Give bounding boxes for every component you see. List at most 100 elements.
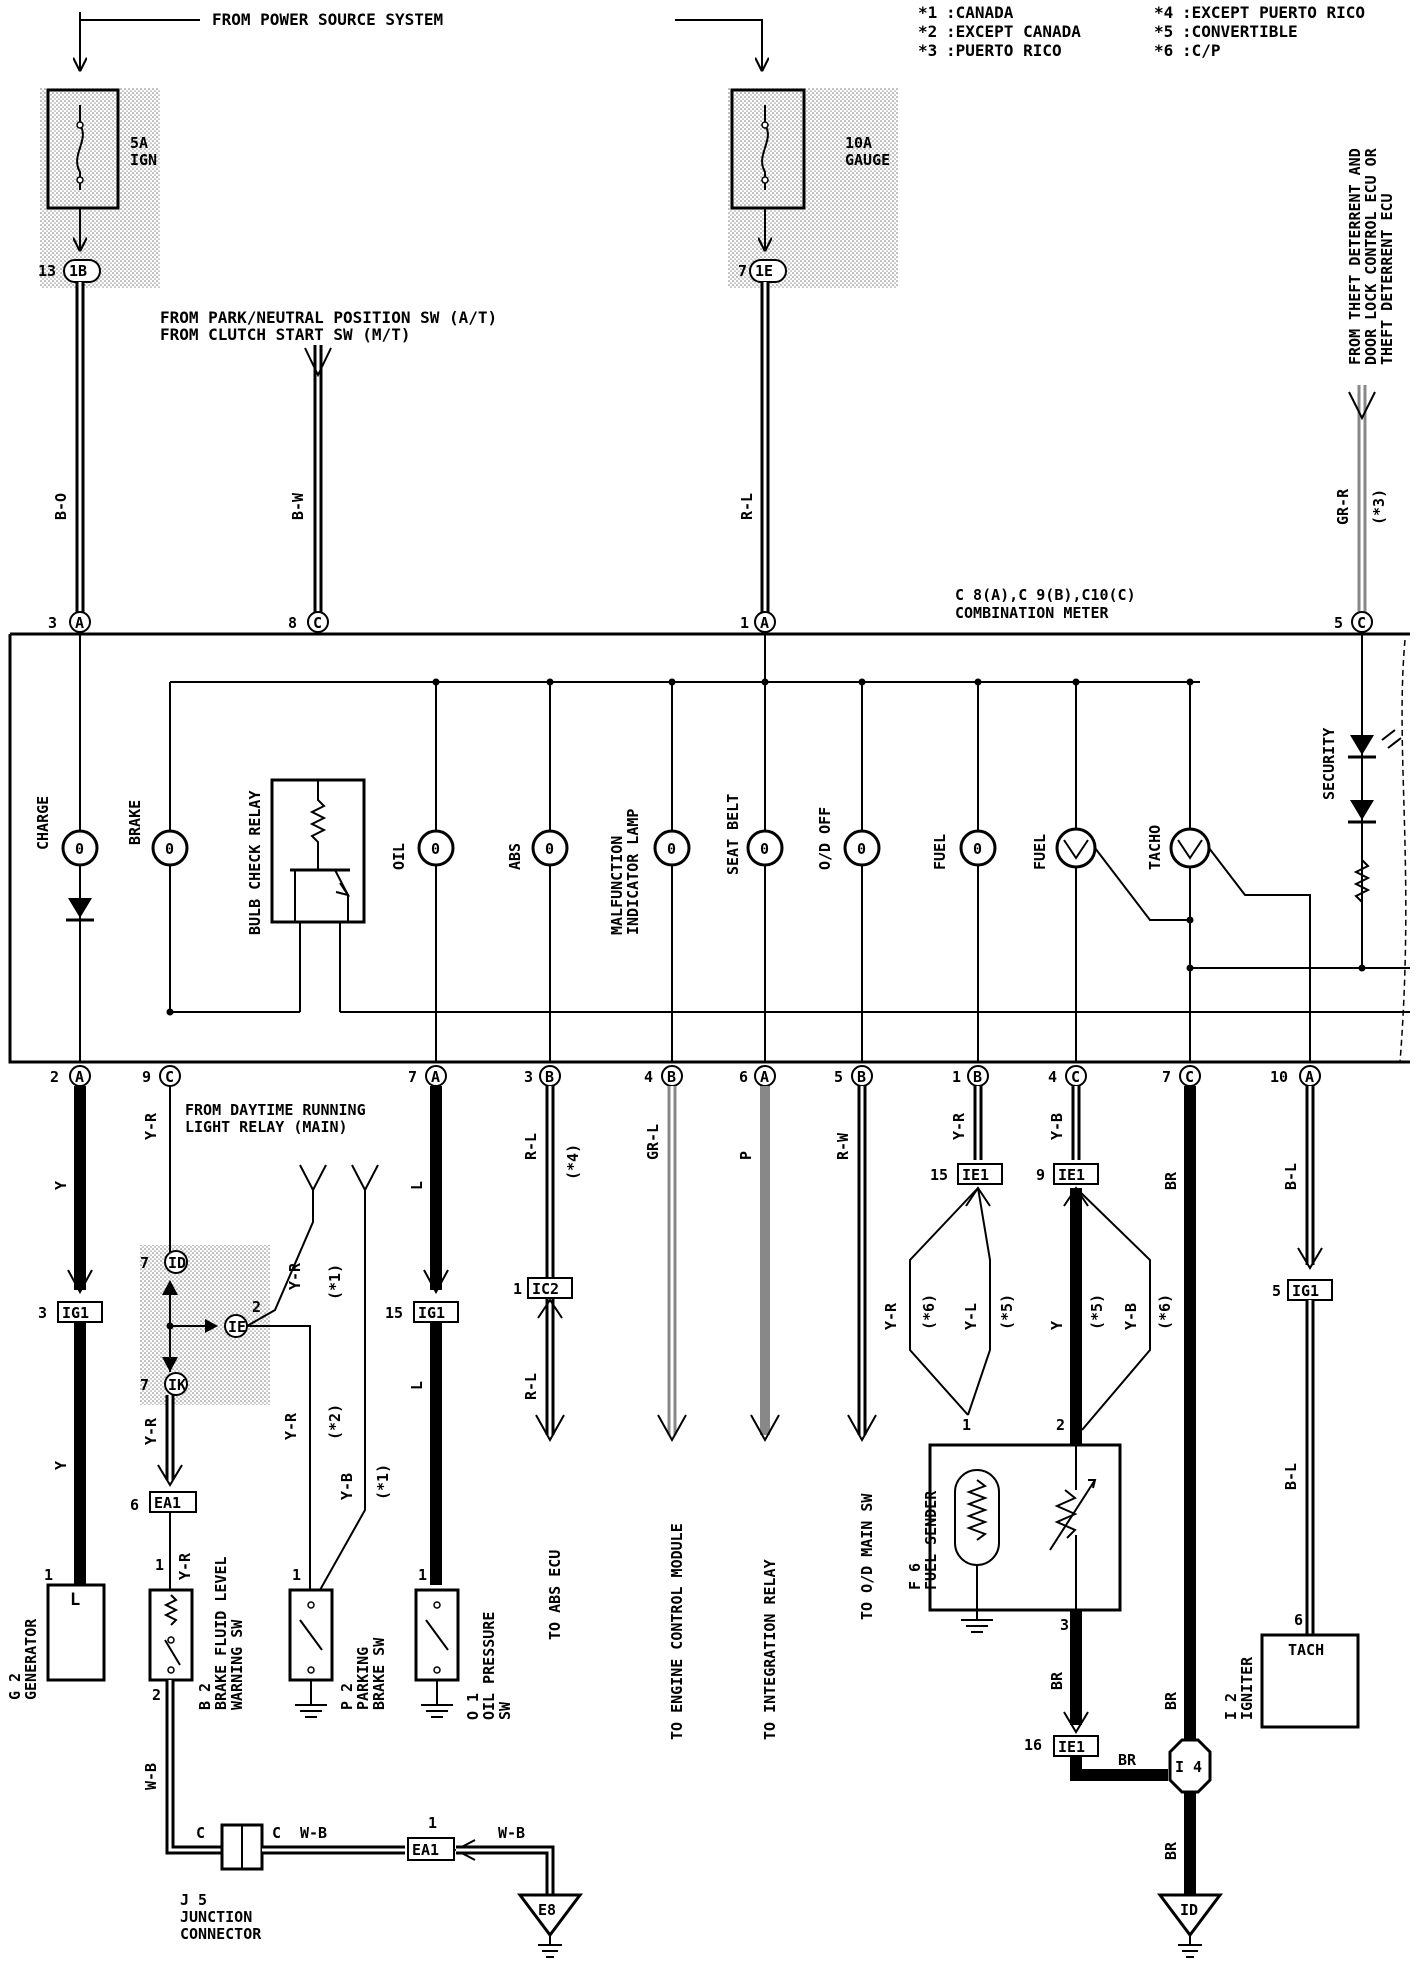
svg-text:COMBINATION METER: COMBINATION METER xyxy=(955,604,1109,622)
svg-text:9: 9 xyxy=(1036,1166,1045,1184)
svg-text:3: 3 xyxy=(1060,1616,1069,1634)
svg-text:TO ENGINE CONTROL MODULE: TO ENGINE CONTROL MODULE xyxy=(668,1523,686,1740)
svg-text:R-L: R-L xyxy=(522,1373,540,1400)
wire-color: B-O xyxy=(52,493,70,520)
combination-meter-title: C 8(A),C 9(B),C10(C) COMBINATION METER xyxy=(955,586,1136,622)
svg-text:DOOR LOCK CONTROL ECU OR: DOOR LOCK CONTROL ECU OR xyxy=(1362,147,1380,365)
svg-text:O 1: O 1 xyxy=(464,1693,482,1720)
svg-text:L: L xyxy=(408,1181,426,1190)
svg-text:FUEL SENDER: FUEL SENDER xyxy=(922,1490,940,1590)
park-neutral-label: FROM PARK/NEUTRAL POSITION SW (A/T) FROM… xyxy=(160,308,497,344)
svg-text:FROM PARK/NEUTRAL POSITION SW: FROM PARK/NEUTRAL POSITION SW (A/T) xyxy=(160,308,497,327)
svg-text:4: 4 xyxy=(644,1068,653,1086)
svg-text:Y-B: Y-B xyxy=(1048,1113,1066,1140)
svg-text:BR: BR xyxy=(1048,1671,1066,1690)
svg-text:IG1: IG1 xyxy=(1292,1282,1319,1300)
fuel-sender-circuit: Y-R 15 IE1 Y-R (*6) Y-L (*5) 1 Y-B 9 IE1… xyxy=(882,1086,1174,1781)
svg-text:IG1: IG1 xyxy=(62,1304,89,1322)
svg-text:C: C xyxy=(196,1824,205,1842)
svg-text:BR: BR xyxy=(1162,1841,1180,1860)
svg-text:EA1: EA1 xyxy=(154,1494,181,1512)
svg-text:L: L xyxy=(70,1590,80,1610)
od-circuit: R-W TO O/D MAIN SW xyxy=(834,1086,877,1620)
note-key: *5 xyxy=(1154,22,1173,41)
fuse-rating: 5A xyxy=(130,134,148,152)
svg-text:0: 0 xyxy=(857,840,866,858)
svg-text:ID: ID xyxy=(168,1254,186,1272)
svg-text:6: 6 xyxy=(1294,1611,1303,1629)
svg-text:EA1: EA1 xyxy=(412,1841,439,1859)
oil-pressure-circuit: L 15 IG1 L 1 O 1 OIL PRESSURE SW xyxy=(385,1086,514,1720)
svg-text:BR: BR xyxy=(1162,1691,1180,1710)
svg-text:I 4: I 4 xyxy=(1175,1758,1202,1776)
wire-color: B-W xyxy=(289,492,307,520)
svg-text:A: A xyxy=(75,1068,84,1086)
svg-text:C: C xyxy=(165,1068,174,1086)
svg-text:Y-R: Y-R xyxy=(286,1262,304,1290)
svg-text:B-L: B-L xyxy=(1282,1463,1300,1490)
svg-text:1: 1 xyxy=(962,1416,971,1434)
svg-text:(*4): (*4) xyxy=(564,1144,582,1180)
svg-text:Y-R: Y-R xyxy=(882,1302,900,1330)
svg-text:R-L: R-L xyxy=(522,1133,540,1160)
svg-text:0: 0 xyxy=(75,840,84,858)
svg-text:Y-B: Y-B xyxy=(338,1473,356,1500)
svg-text:A: A xyxy=(1305,1068,1314,1086)
svg-text:PARKING: PARKING xyxy=(354,1647,372,1710)
svg-text:IE1: IE1 xyxy=(1058,1738,1085,1756)
svg-text:10: 10 xyxy=(1270,1068,1288,1086)
svg-text:(*6): (*6) xyxy=(1156,1294,1174,1330)
svg-text:IG1: IG1 xyxy=(418,1304,445,1322)
svg-text:Y-L: Y-L xyxy=(962,1303,980,1330)
svg-text:A: A xyxy=(431,1068,440,1086)
svg-text:1: 1 xyxy=(44,1566,53,1584)
power-source-label: FROM POWER SOURCE SYSTEM xyxy=(212,10,443,29)
svg-text:15: 15 xyxy=(930,1166,948,1184)
svg-text:TO O/D MAIN SW: TO O/D MAIN SW xyxy=(858,1493,876,1620)
svg-text:7: 7 xyxy=(140,1376,149,1394)
svg-text:A: A xyxy=(760,614,769,632)
svg-text:IE1: IE1 xyxy=(1058,1166,1085,1184)
svg-text:FROM CLUTCH START SW (M/T): FROM CLUTCH START SW (M/T) xyxy=(160,325,410,344)
lamp-label: OIL xyxy=(390,843,408,870)
svg-text:C: C xyxy=(313,614,322,632)
note-text: :C/P xyxy=(1182,41,1221,60)
note-text: :EXCEPT PUERTO RICO xyxy=(1182,3,1365,22)
top-pins: 3 A 8 C 1 A 5 C xyxy=(48,611,1373,633)
note-key: *3 xyxy=(918,41,937,60)
svg-text:0: 0 xyxy=(431,840,440,858)
note-key: *1 xyxy=(918,3,937,22)
lamp-label: TACHO xyxy=(1146,825,1164,870)
lamp-label: BRAKE xyxy=(126,800,144,845)
note-text: :EXCEPT CANADA xyxy=(946,22,1081,41)
svg-text:1: 1 xyxy=(952,1068,961,1086)
svg-text:W-B: W-B xyxy=(142,1763,160,1790)
svg-text:(*5): (*5) xyxy=(1088,1294,1106,1330)
svg-text:0: 0 xyxy=(165,840,174,858)
lamp-label: FUEL xyxy=(931,834,949,870)
svg-text:1: 1 xyxy=(155,1556,164,1574)
svg-text:IC2: IC2 xyxy=(532,1280,559,1298)
svg-text:C: C xyxy=(1185,1068,1194,1086)
note-key: *6 xyxy=(1154,41,1173,60)
svg-text:7: 7 xyxy=(1162,1068,1171,1086)
wire-note: (*3) xyxy=(1370,489,1388,525)
svg-text:GENERATOR: GENERATOR xyxy=(22,1618,40,1700)
generator-circuit: 3 IG1 Y Y 1 L G 2 GENERATOR xyxy=(6,1086,106,1700)
fuse-name: IGN xyxy=(130,151,157,169)
svg-text:15: 15 xyxy=(385,1304,403,1322)
svg-text:P: P xyxy=(737,1151,755,1160)
svg-text:IE: IE xyxy=(228,1318,246,1336)
connector-code: 1B xyxy=(69,262,87,280)
svg-text:G 2: G 2 xyxy=(6,1673,24,1700)
combination-meter: 0 0 0 0 0 0 0 0 xyxy=(8,632,1410,1064)
svg-text:B: B xyxy=(545,1068,554,1086)
theft-deterrent-label: FROM THEFT DETERRENT AND DOOR LOCK CONTR… xyxy=(1346,147,1396,365)
svg-text:4: 4 xyxy=(1048,1068,1057,1086)
svg-text:TACH: TACH xyxy=(1288,1641,1324,1659)
svg-text:L: L xyxy=(408,1381,426,1390)
svg-text:BR: BR xyxy=(1162,1171,1180,1190)
lamp-label: MALFUNCTION xyxy=(608,836,626,935)
svg-text:5: 5 xyxy=(834,1068,843,1086)
